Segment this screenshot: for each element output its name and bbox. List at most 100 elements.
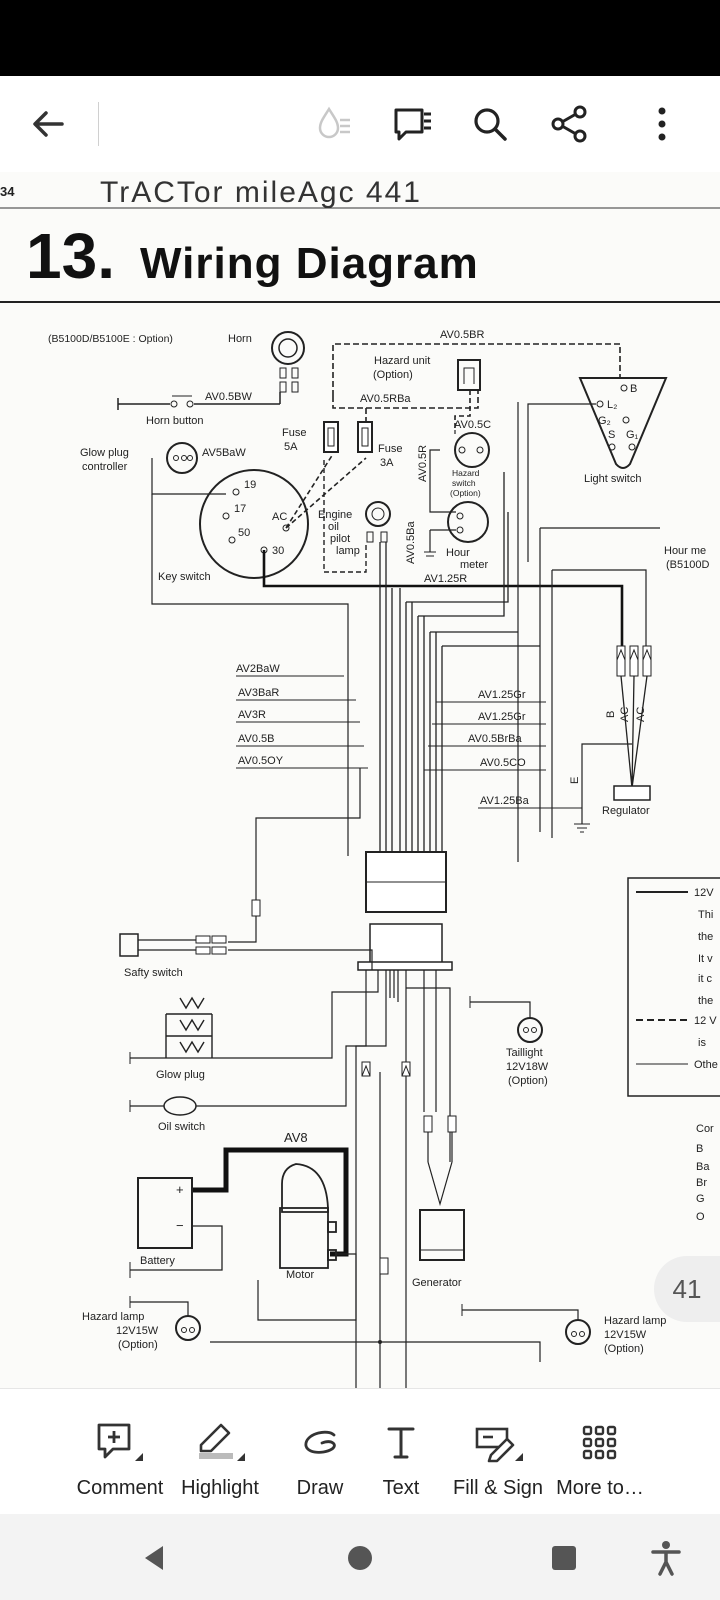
wire-av05br: AV0.5BR	[440, 329, 484, 341]
battery-symbol	[137, 1177, 193, 1249]
light-switch-terminal-g1: G₁	[626, 429, 639, 441]
hazard-lamp-left-label-2: 12V15W	[116, 1325, 159, 1337]
wire-av125ba: AV1.25Ba	[480, 795, 530, 807]
hazard-switch-label-1: Hazard	[452, 468, 480, 478]
draw-tool-label: Draw	[296, 1477, 344, 1499]
hazard-unit-label-2: (Option)	[373, 369, 413, 381]
hazard-lamp-right-symbol	[565, 1319, 591, 1345]
highlight-tool-label: Highlight	[181, 1477, 259, 1499]
fuse-5a-label-2: 5A	[284, 441, 298, 453]
more-tools[interactable]: More to…	[548, 1389, 652, 1515]
battery-plus: +	[176, 1182, 184, 1197]
taillight-symbol	[517, 1017, 543, 1043]
legend-line-7: 12 V	[694, 1015, 717, 1027]
nav-back-button[interactable]	[130, 1534, 178, 1582]
engine-oil-label-1: Engine	[318, 509, 352, 521]
key-terminal-17: 17	[234, 503, 246, 515]
wire-av125gr-2: AV1.25Gr	[478, 711, 526, 723]
generator-symbol	[419, 1209, 465, 1261]
legend-line-9: Othe	[694, 1059, 718, 1071]
horn-button-label: Horn button	[146, 415, 203, 427]
hazard-lamp-left-label-3: (Option)	[118, 1339, 158, 1351]
regulator-terminal-ac2: AC	[635, 707, 647, 722]
key-terminal-50: 50	[238, 527, 250, 539]
comment-plus-icon	[97, 1423, 143, 1461]
legend-line-2: Thi	[698, 909, 713, 921]
key-switch-symbol	[199, 469, 309, 579]
highlight-tool[interactable]: Highlight	[170, 1389, 270, 1515]
page-number: 34	[0, 184, 15, 199]
document-view[interactable]: 34 TrACTor mileAgc 441 13. Wiring Diagra…	[0, 172, 720, 1388]
wire-av05c: AV0.5C	[454, 419, 491, 431]
fuse-3a-label-2: 3A	[380, 457, 394, 469]
hour-meter-label-2: meter	[460, 559, 488, 571]
color-code-br: Br	[696, 1177, 707, 1189]
grid-dots-icon	[582, 1425, 617, 1460]
regulator-terminal-e: E	[569, 777, 581, 784]
battery-label: Battery	[140, 1255, 175, 1267]
engine-oil-lamp-symbol	[365, 501, 391, 527]
nav-accessibility-button[interactable]	[642, 1534, 690, 1582]
taillight-label-1: Taillight	[506, 1047, 543, 1059]
wire-av3r: AV3R	[238, 709, 266, 721]
hazard-lamp-left-symbol	[175, 1315, 201, 1341]
section-number: 13.	[26, 220, 115, 292]
generator-label: Generator	[412, 1277, 462, 1289]
key-terminal-19: 19	[244, 479, 256, 491]
legend-line-5: it c	[698, 973, 713, 985]
share-button[interactable]	[542, 96, 598, 152]
light-switch-terminal-b: B	[630, 383, 637, 395]
fill-sign-tool-label: Fill & Sign	[452, 1477, 544, 1499]
glow-plug-controller-label-2: controller	[82, 461, 128, 473]
color-code-ba: Ba	[696, 1161, 710, 1173]
hour-meter-right-label-1: Hour me	[664, 545, 706, 557]
nav-home-button[interactable]	[336, 1534, 384, 1582]
fuse-3a-label-1: Fuse	[378, 443, 402, 455]
more-options-button[interactable]	[634, 96, 690, 152]
search-icon	[474, 108, 507, 141]
app-toolbar	[0, 76, 720, 172]
arrow-left-icon	[33, 111, 64, 137]
hour-meter-right-label-2: (B5100D	[666, 559, 709, 571]
fuse-3a	[357, 421, 373, 453]
legend-line-4: It v	[698, 953, 713, 965]
draw-tool[interactable]: Draw	[270, 1389, 370, 1515]
engine-oil-label-2: oil	[328, 521, 339, 533]
system-nav-bar	[0, 1514, 720, 1600]
more-tools-label: More to…	[556, 1477, 644, 1499]
section-title: Wiring Diagram	[140, 239, 479, 288]
text-tool[interactable]: Text	[356, 1389, 446, 1515]
key-switch-label: Key switch	[158, 571, 211, 583]
regulator-connectors	[616, 645, 652, 677]
color-code-b: B	[696, 1143, 703, 1155]
hour-meter-symbol	[447, 501, 489, 543]
comment-tool[interactable]: Comment	[70, 1389, 170, 1515]
search-button[interactable]	[462, 96, 518, 152]
liquid-mode-button[interactable]	[306, 96, 362, 152]
key-terminal-ac: AC	[272, 511, 287, 523]
legend-line-6: the	[698, 995, 713, 1007]
back-button[interactable]	[20, 96, 76, 152]
hazard-lamp-left-label-1: Hazard lamp	[82, 1311, 144, 1323]
wiring-diagram-page: 34 TrACTor mileAgc 441 13. Wiring Diagra…	[0, 176, 720, 1388]
nav-recents-button[interactable]	[540, 1534, 588, 1582]
toolbar-divider	[98, 102, 99, 146]
regulator-terminal-ac1: AC	[619, 707, 631, 722]
model-note: (B5100D/B5100E : Option)	[48, 333, 173, 345]
draw-icon	[304, 1430, 336, 1454]
bottom-toolbar: Comment Highlight Draw Text	[0, 1388, 720, 1514]
color-code-g: G	[696, 1193, 705, 1205]
comment-tool-label: Comment	[76, 1477, 164, 1499]
key-terminal-30: 30	[272, 545, 284, 557]
light-switch-terminal-l2: L₂	[607, 399, 617, 411]
battery-minus: −	[176, 1218, 184, 1233]
comments-list-button[interactable]	[384, 96, 440, 152]
safety-switch-label: Safty switch	[124, 967, 183, 979]
oil-switch-label: Oil switch	[158, 1121, 205, 1133]
wire-av5baw: AV5BaW	[202, 447, 246, 459]
hazard-unit-symbol	[457, 359, 481, 391]
regulator-label: Regulator	[602, 805, 650, 817]
fill-sign-tool[interactable]: Fill & Sign	[446, 1389, 550, 1515]
wire-av05ba: AV0.5Ba	[405, 521, 417, 564]
page-number-badge[interactable]: 41	[654, 1256, 720, 1322]
